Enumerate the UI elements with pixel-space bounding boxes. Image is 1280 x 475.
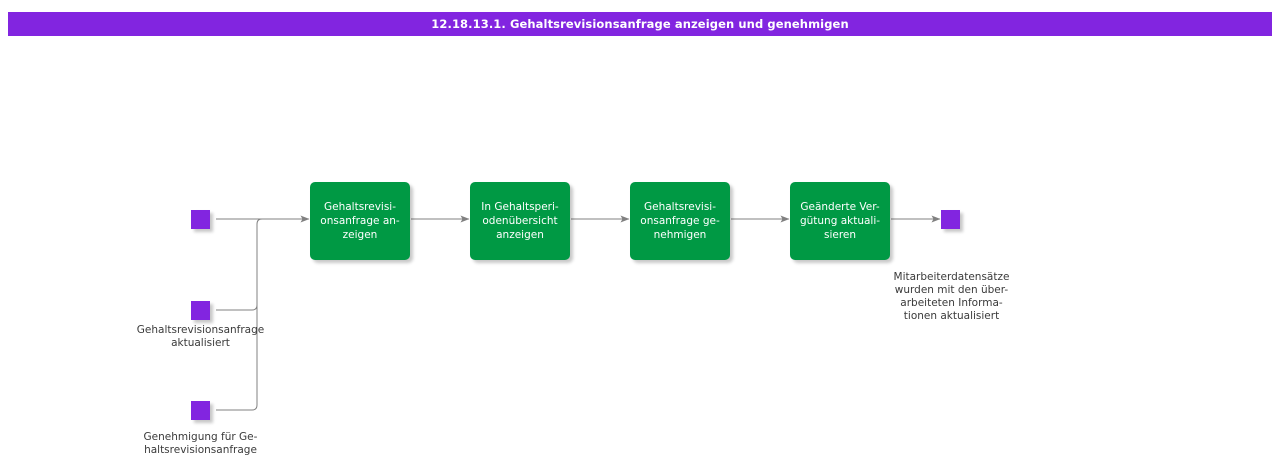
activity-gehaltsrevisionsanfrage-genehmigen[interactable]: Gehaltsrevisi- onsanfrage ge- nehmigen — [630, 182, 730, 260]
start-event-2-label: Gehaltsrevisionsanfrage aktualisiert — [136, 324, 265, 349]
start-event-3[interactable] — [191, 401, 210, 420]
activity-in-gehaltsperiodenuebersicht-anzeigen[interactable]: In Gehaltsperi- odenübersicht anzeigen — [470, 182, 570, 260]
start-event-3-label: Genehmigung für Ge- haltsrevisionsanfrag… — [143, 431, 258, 456]
connector-start2-to-bus — [216, 218, 263, 311]
page-title-bar: 12.18.13.1. Gehaltsrevisionsanfrage anze… — [8, 12, 1272, 36]
end-event-1[interactable] — [941, 210, 960, 229]
activity-2-label: In Gehaltsperi- odenübersicht anzeigen — [481, 201, 559, 241]
activity-geaenderte-verguetung-aktualisieren[interactable]: Geänderte Ver- gütung aktuali- sieren — [790, 182, 890, 260]
connector-start3-to-bus — [216, 224, 258, 411]
end-event-1-label: Mitarbeiterdatensätze wurden mit den übe… — [893, 271, 1010, 322]
start-event-1[interactable] — [191, 210, 210, 229]
activity-1-label: Gehaltsrevisi- onsanfrage an- zeigen — [320, 201, 400, 241]
activity-gehaltsrevisionsanfrage-anzeigen[interactable]: Gehaltsrevisi- onsanfrage an- zeigen — [310, 182, 410, 260]
page-title: 12.18.13.1. Gehaltsrevisionsanfrage anze… — [431, 17, 849, 31]
activity-4-label: Geänderte Ver- gütung aktuali- sieren — [799, 201, 881, 241]
activity-3-label: Gehaltsrevisi- onsanfrage ge- nehmigen — [640, 201, 720, 241]
start-event-2[interactable] — [191, 301, 210, 320]
